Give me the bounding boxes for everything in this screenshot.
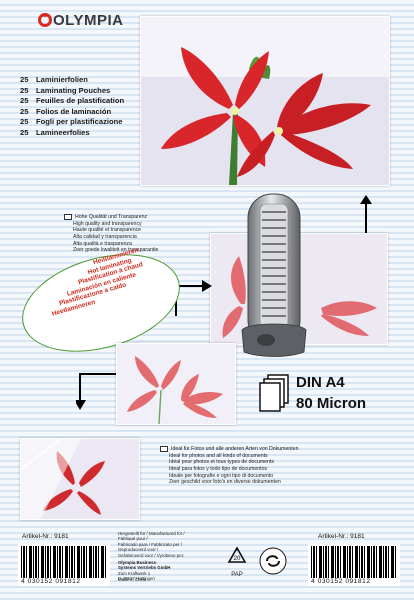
article-number-right: Artikel-Nr.: 9181: [318, 533, 365, 540]
manufacturer-info: Hergestellt für / Manufactured for / Fab…: [118, 531, 185, 582]
quality-line: Hohe Qualität und Transparenz: [64, 214, 158, 221]
green-dot-icon: [259, 547, 287, 575]
logo-ring-icon: [38, 13, 52, 27]
recycle-icon: 20: [227, 546, 247, 563]
barcode-right: 4 030152 091812: [308, 544, 400, 586]
barcode-number: 4 030152 091812: [311, 578, 371, 585]
barcode-bars: [21, 546, 107, 578]
arrow-down-icon: [76, 372, 118, 412]
flag-icon: [160, 446, 168, 452]
usage-line: Idéal pour photos et tous types de docum…: [169, 459, 274, 466]
brand-name: OLYMPIA: [53, 12, 124, 29]
usage-line: Ideal for photos and all kinds of docume…: [169, 452, 268, 459]
usage-features: Ideal für Fotos und alle anderen Arten v…: [160, 446, 298, 486]
format-thickness: 80 Micron: [296, 395, 367, 412]
barcode-left: 4 030152 091812: [18, 544, 110, 586]
format-size: DIN A4: [296, 374, 345, 391]
quality-features: Hohe Qualität und Transparenz High quali…: [64, 214, 158, 254]
amaryllis-image: [141, 17, 389, 185]
pouch-photo: [20, 438, 140, 520]
arrow-up-icon: [336, 194, 376, 236]
made-in-label: Made in China: [118, 577, 147, 582]
pouch-flower-image: [21, 439, 139, 519]
pages-stack-icon: [258, 374, 292, 414]
pap-label: PAP: [231, 572, 243, 578]
barcode-number: 4 030152 091812: [21, 578, 81, 585]
svg-text:20: 20: [234, 556, 241, 562]
usage-line: Zeer geschikt voor foto's en diverse dok…: [169, 479, 281, 486]
flag-icon: [64, 214, 72, 220]
quality-line: High quality and transparency: [73, 220, 142, 227]
article-number-left: Artikel-Nr.: 9181: [22, 533, 69, 540]
laminated-flower-image: [117, 344, 235, 424]
green-dot-symbol: [258, 546, 288, 576]
barcode-bars: [311, 546, 397, 578]
usage-line: Ideal für Fotos und alle anderen Arten v…: [160, 446, 298, 453]
laminator-icon: [241, 193, 307, 357]
laminator-device: [238, 190, 310, 360]
format-label: DIN A4 80 Micron: [296, 372, 366, 414]
main-flower-photo: [140, 16, 390, 186]
usage-line: Ideal para fotos y todo tipo de document…: [169, 465, 268, 472]
quality-line: Zeer goede kwaliteit en transparantie: [73, 247, 159, 254]
quality-line: Alta qualità e trasparenza: [73, 240, 132, 247]
laminated-photo: [116, 343, 236, 425]
quality-line: Alta calidad y transparencia: [73, 233, 137, 240]
usage-line: Ideale per fotografie e ogni tipo di doc…: [169, 472, 274, 479]
quality-line: Haute qualité et transparence: [73, 227, 142, 234]
olympia-logo: OLYMPIA: [38, 12, 123, 29]
recycle-pap-symbol: 20 PAP: [224, 546, 250, 580]
